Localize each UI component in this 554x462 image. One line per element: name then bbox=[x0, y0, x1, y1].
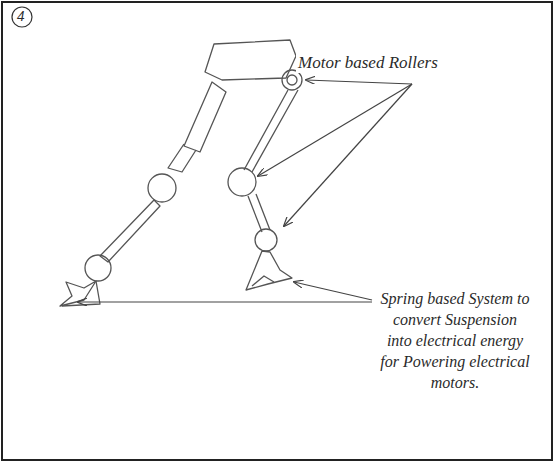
leader-lines bbox=[78, 80, 412, 302]
leg-illustration bbox=[60, 40, 302, 306]
callout-label: Motor based Rollers bbox=[296, 52, 440, 73]
note-text: Spring based System to convert Suspensio… bbox=[378, 288, 532, 393]
callout-circle bbox=[12, 7, 32, 27]
callout-number: 4 bbox=[17, 7, 25, 25]
